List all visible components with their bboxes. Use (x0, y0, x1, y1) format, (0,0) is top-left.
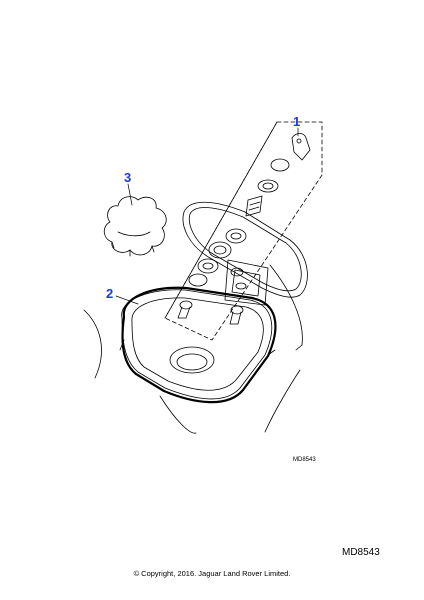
filler-cap (103, 196, 167, 257)
body-panel-outline (83, 264, 303, 434)
callout-2: 2 (106, 286, 114, 301)
diagram-reference-large: MD8543 (342, 547, 380, 558)
washers-stack (188, 228, 247, 290)
filler-lid (182, 201, 308, 298)
seal-ring (121, 286, 277, 404)
callout-1: 1 (293, 114, 301, 129)
exploded-view-frame (164, 121, 323, 341)
copyright-notice: © Copyright, 2016. Jaguar Land Rover Lim… (133, 569, 291, 578)
hinge-plate (224, 259, 269, 306)
screw-left (177, 300, 193, 319)
leader-lines (115, 127, 299, 305)
diagram-reference-small: MD8543 (293, 457, 316, 463)
callout-3: 3 (124, 170, 132, 185)
filler-housing (119, 289, 276, 400)
screw-right (229, 305, 244, 325)
lock-key (291, 133, 311, 161)
lock-barrel (245, 158, 290, 217)
